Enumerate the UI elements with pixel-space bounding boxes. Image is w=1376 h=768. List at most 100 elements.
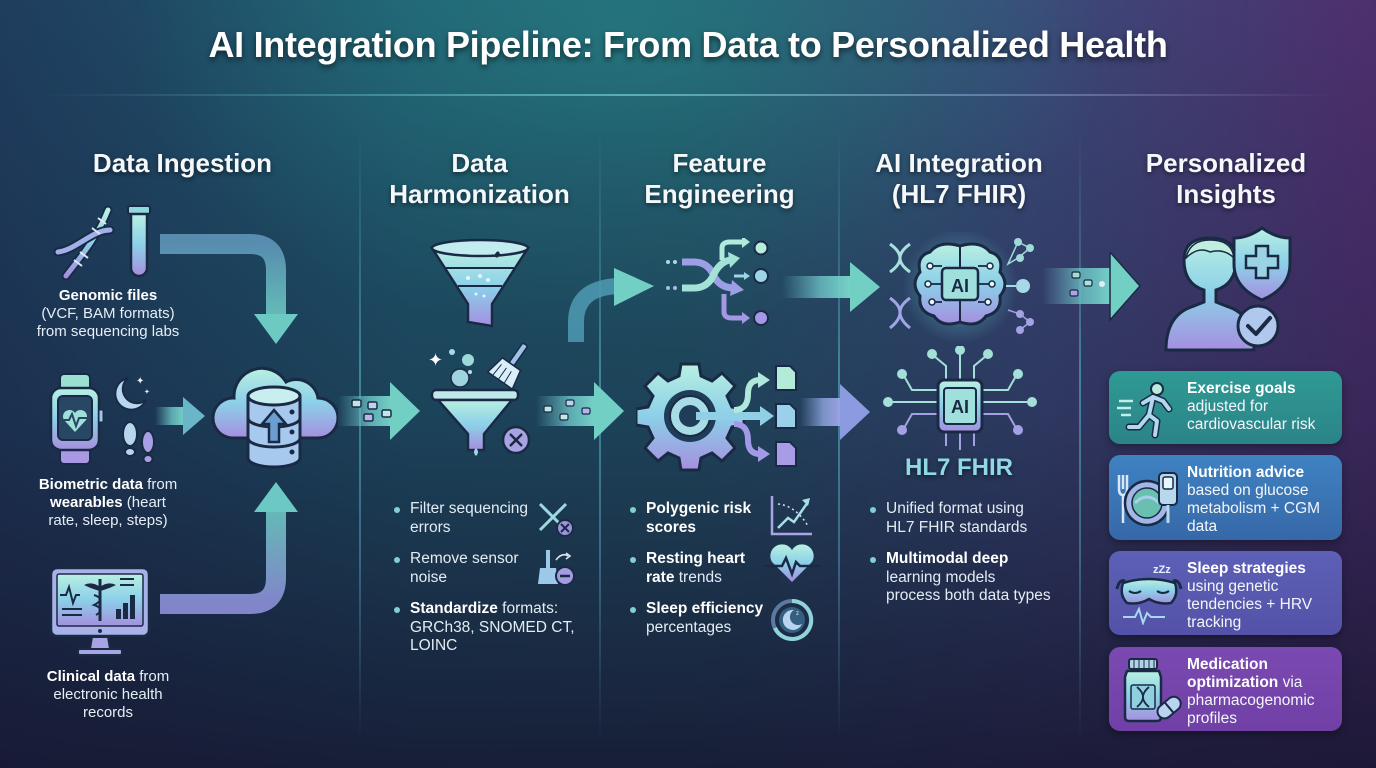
card-title: Medication [1187,656,1268,673]
title-line: Harmonization [389,179,570,209]
bullet-standardize: Standardize formats:GRCh38, SNOMED CT,LO… [392,600,592,656]
bullet-text: errors [410,518,451,536]
insight-card-medication: Medication optimization via pharmacogeno… [1109,647,1342,731]
title-line: Insights [1176,179,1276,209]
bullet-bold: Standardize [410,600,498,617]
caption-line: rate, sleep, steps) [48,512,168,529]
bullet-bold: scores [646,518,696,536]
card-text: Exercise goals adjusted for cardiovascul… [1187,380,1315,434]
svg-text:✦: ✦ [428,350,443,370]
cloud-database-upload-icon [211,366,338,469]
caption-bold: wearables [50,494,123,511]
card-title: Sleep strategies [1187,560,1306,577]
caption-text: from [135,668,170,685]
caption-text: (heart [122,494,166,511]
insight-card-sleep: zZz Sleep strategies using genetic tende… [1109,551,1342,635]
hl7-fhir-label: HL7 FHIR [905,454,1013,481]
bullet-text: trends [674,568,722,586]
card-line: data [1187,518,1218,535]
card-line: profiles [1187,710,1237,727]
moon-progress-ring-icon: z [771,598,814,641]
ai-brain-icon: AI [889,232,1034,342]
title-line: Personalized [1145,148,1307,178]
bullet-text: Filter sequencing [410,500,529,517]
column-title-personalized-insights: Personalized Insights [1108,148,1344,210]
gear-extraction-icon [636,362,797,472]
title-underline [40,94,1336,96]
title-line: AI Integration [875,148,1043,178]
bullet-text: process both data types [886,587,1051,604]
column-divider [359,130,361,740]
ai-chip-icon: AI [883,346,1037,450]
caption-line: from sequencing labs [36,323,180,340]
card-line: via [1278,674,1303,691]
genomic-files-label: Genomic files [58,287,158,304]
bullet-bold: rate [646,568,675,586]
caption-line: electronic health [53,686,163,703]
title-line: Engineering [644,179,795,209]
bullet-bold: Sleep efficiency [646,600,764,617]
monitor-caduceus-icon [49,566,151,656]
column-title-data-harmonization: Data Harmonization [372,148,587,210]
card-title: Nutrition advice [1187,464,1305,481]
svg-text:✦: ✦ [144,388,150,396]
card-line: based on glucose [1187,482,1309,499]
svg-text:✦: ✦ [136,376,144,387]
card-title: Exercise goals [1187,380,1296,397]
title-line: Feature [672,148,767,178]
title-line: Data [451,148,508,178]
funnel-layers-icon [429,238,531,328]
svg-text:z: z [796,611,799,617]
svg-text:zZz: zZz [1153,564,1171,576]
column-divider [1079,130,1081,740]
bullet-text: percentages [646,618,732,636]
smartwatch-heart-icon: ✦ ✦ [49,373,155,465]
user-shield-check-icon [1164,226,1292,352]
feature-branch-shuffle-icon [666,238,769,326]
card-text: Medication optimization via pharmacogeno… [1187,656,1315,728]
sleep-mask-icon: zZz [1115,564,1183,625]
card-line: adjusted for [1187,398,1268,415]
bullet-bold: Resting heart [646,550,746,567]
biometric-data-label: Biometric data [38,476,144,493]
card-line: metabolism + CGM [1187,500,1321,517]
caption-line: (VCF, BAM formats) [41,305,175,322]
bullet-bold: Multimodal deep [886,550,1009,567]
chip-ai-label: AI [951,397,969,417]
page-title: AI Integration Pipeline: From Data to Pe… [208,24,1168,65]
column-divider [838,130,840,740]
bullet-bold: Polygenic risk [646,500,752,517]
arrow-biometric-to-cloud [155,397,205,435]
data-flow-arrow [338,382,420,440]
card-line: using genetic [1187,578,1279,595]
bullet-text: LOINC [410,637,458,654]
cleaning-funnel-icon: ✦ [428,342,531,456]
card-line: cardiovascular risk [1187,416,1316,433]
heart-pulse-icon [764,544,820,582]
card-text: Nutrition advice based on glucose metabo… [1187,464,1320,536]
bullet-text: noise [410,568,448,586]
caption-line: records [82,704,134,721]
bullet-text: GRCh38, SNOMED CT, [410,618,575,636]
curved-arrow-to-feature [568,268,654,342]
arrow-genomic-to-cloud [160,234,298,344]
genomic-files-caption: Genomic files (VCF, BAM formats) from se… [18,287,198,341]
data-flow-arrow [536,382,624,440]
bullet-text: learning models [886,568,996,586]
brain-ai-label: AI [951,276,969,296]
arrow-ai-to-insights [1042,252,1142,322]
arrow-feature-to-ai-top [782,262,880,312]
card-bold: optimization [1187,674,1279,691]
bullet-text: HL7 FHIR standards [886,518,1028,536]
dna-test-tube-icon [53,205,151,281]
clinical-data-label: Clinical data [46,668,136,685]
insight-card-nutrition: Nutrition advice based on glucose metabo… [1109,455,1342,540]
bullet-text: Remove sensor [410,550,519,567]
